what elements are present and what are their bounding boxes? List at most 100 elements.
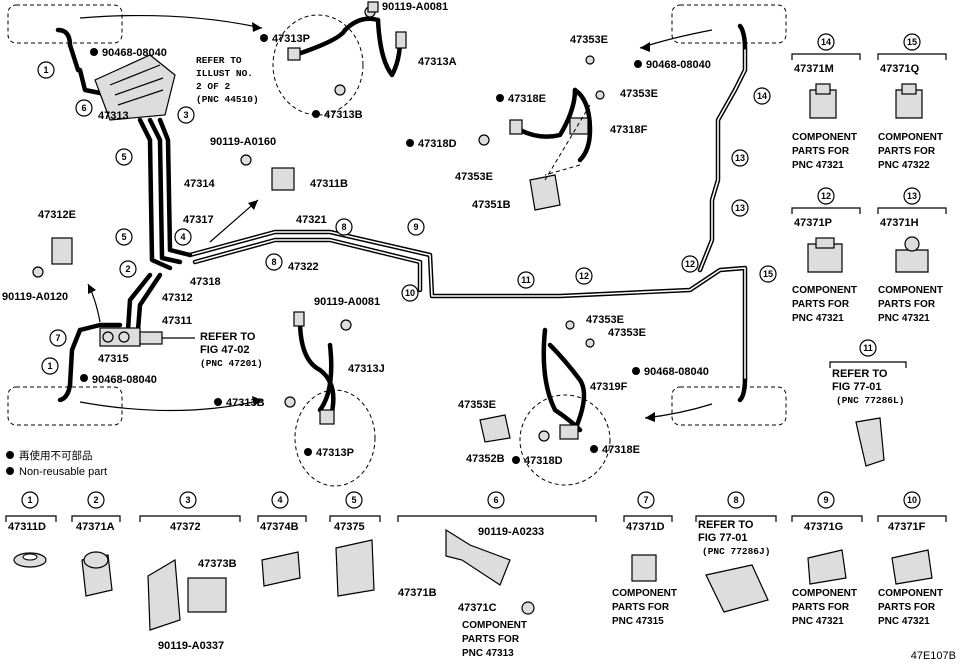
svg-text:47374B: 47374B (260, 521, 299, 533)
label-47311: 47311 (162, 315, 192, 327)
svg-text:13: 13 (735, 153, 745, 163)
label-47353E-6: 47353E (458, 399, 496, 411)
bubble-12-b: 12 (681, 255, 699, 273)
label-47318F: 47318F (610, 124, 648, 136)
bubble-12-a: 12 (575, 267, 593, 285)
note-refer-mid-1: REFER TO (200, 331, 256, 343)
svg-text:10: 10 (907, 495, 917, 505)
rear-hose-top (478, 55, 605, 211)
svg-text:PNC 47321: PNC 47321 (792, 160, 844, 171)
svg-text:4: 4 (180, 232, 185, 242)
svg-text:14: 14 (757, 91, 767, 101)
svg-text:47373B: 47373B (198, 558, 237, 570)
svg-text:47371Q: 47371Q (880, 63, 920, 75)
actuator-block (94, 54, 176, 121)
label-47318D-top: 47318D (418, 138, 457, 150)
svg-text:47371H: 47371H (880, 217, 919, 229)
svg-text:PNC 47321: PNC 47321 (792, 313, 844, 324)
rear-hose-bottom (479, 320, 611, 486)
label-90468-08040-a: 90468-08040 (102, 47, 167, 59)
bubble-9: 9 (407, 218, 425, 236)
label-47322: 47322 (288, 261, 319, 273)
note-refer-mid-3: (PNC 47201) (200, 358, 263, 369)
svg-text:6: 6 (493, 495, 498, 505)
svg-text:15: 15 (763, 269, 773, 279)
side-part-13: 13 47371H COMPONENT PARTS FOR PNC 47321 (877, 187, 947, 324)
note-refer-top-1: REFER TO (196, 55, 242, 66)
label-47313P-top: 47313P (272, 33, 310, 45)
svg-text:9: 9 (413, 222, 418, 232)
label-47311B: 47311B (310, 178, 348, 190)
bubble-7: 7 (49, 329, 67, 347)
svg-text:(PNC 77286J): (PNC 77286J) (702, 546, 770, 557)
svg-text:8: 8 (341, 222, 346, 232)
svg-text:90119-A0233: 90119-A0233 (478, 526, 544, 538)
svg-text:COMPONENT: COMPONENT (462, 620, 527, 631)
svg-text:3: 3 (183, 110, 188, 120)
svg-text:PNC 47322: PNC 47322 (878, 160, 930, 171)
svg-text:47371B: 47371B (398, 587, 437, 599)
bubble-14: 14 (753, 87, 771, 105)
svg-text:13: 13 (735, 203, 745, 213)
svg-text:1: 1 (27, 495, 32, 505)
bottom-part-7: 7 47371D COMPONENT PARTS FOR PNC 47315 (612, 491, 677, 627)
svg-text:47375: 47375 (334, 521, 365, 533)
svg-text:8: 8 (271, 257, 276, 267)
side-part-11: 11 REFER TO FIG 77-01 (PNC 77286L) (829, 339, 907, 467)
master-cylinder (99, 327, 195, 347)
label-47312: 47312 (162, 292, 193, 304)
label-47313A: 47313A (418, 56, 457, 68)
svg-text:COMPONENT: COMPONENT (792, 132, 857, 143)
side-part-15: 15 47371Q COMPONENT PARTS FOR PNC 47322 (877, 33, 947, 171)
corner-reference-boxes (7, 4, 787, 426)
legend-japanese: 再使用不可部品 (19, 449, 93, 462)
svg-text:COMPONENT: COMPONENT (612, 588, 677, 599)
pipe-bubbles: 1 6 3 5 4 2 5 7 1 8 8 9 10 11 12 12 13 1… (37, 61, 777, 375)
svg-text:(PNC 77286L): (PNC 77286L) (836, 395, 904, 406)
bottom-part-8: 8 REFER TO FIG 77-01 (PNC 77286J) (695, 491, 777, 613)
svg-text:PARTS FOR: PARTS FOR (612, 602, 670, 613)
bottom-part-3: 3 47372 47373B 90119-A0337 (139, 491, 241, 652)
svg-text:1: 1 (47, 361, 52, 371)
svg-text:2: 2 (125, 264, 130, 274)
svg-text:PNC 47321: PNC 47321 (878, 313, 930, 324)
label-47313: 47313 (98, 110, 129, 122)
svg-text:REFER TO: REFER TO (832, 368, 888, 380)
svg-text:FIG 77-01: FIG 77-01 (698, 532, 748, 544)
svg-text:FIG 77-01: FIG 77-01 (832, 381, 882, 393)
label-47353E-1: 47353E (570, 34, 608, 46)
svg-text:4: 4 (277, 495, 282, 505)
side-part-14: 14 47371M COMPONENT PARTS FOR PNC 47321 (791, 33, 861, 171)
bubble-8-a: 8 (265, 253, 283, 271)
label-47321: 47321 (296, 214, 327, 226)
svg-text:3: 3 (185, 495, 190, 505)
bottom-part-9: 9 47371G COMPONENT PARTS FOR PNC 47321 (791, 491, 863, 627)
svg-text:PARTS FOR: PARTS FOR (462, 634, 520, 645)
svg-text:1: 1 (43, 65, 48, 75)
side-part-12: 12 47371P COMPONENT PARTS FOR PNC 47321 (791, 187, 861, 324)
label-90119-A0081-top: 90119-A0081 (382, 1, 448, 13)
label-90468-08040-b: 90468-08040 (92, 374, 157, 386)
bottom-part-5: 5 47375 (329, 491, 381, 597)
svg-text:2: 2 (93, 495, 98, 505)
bubble-6: 6 (75, 99, 93, 117)
bubble-1-top: 1 (37, 61, 55, 79)
label-90468-08040-d: 90468-08040 (644, 366, 709, 378)
bubble-1-bottom: 1 (41, 357, 59, 375)
front-hose-bottom (284, 311, 376, 487)
svg-text:PARTS FOR: PARTS FOR (792, 299, 850, 310)
svg-text:REFER TO: REFER TO (698, 519, 754, 531)
label-47319F: 47319F (590, 381, 628, 393)
figure-id: 47E107B (911, 650, 956, 662)
label-47318E-bottom: 47318E (602, 444, 640, 456)
label-90119-A0120: 90119-A0120 (2, 291, 68, 303)
svg-text:8: 8 (733, 495, 738, 505)
label-47313B-bottom: 47313B (226, 397, 265, 409)
svg-text:PARTS FOR: PARTS FOR (792, 146, 850, 157)
label-47353E-5: 47353E (608, 327, 646, 339)
svg-text:7: 7 (643, 495, 648, 505)
label-47312E: 47312E (38, 209, 76, 221)
note-refer-top-4: (PNC 44510) (196, 94, 259, 105)
bubble-13-b: 13 (731, 199, 749, 217)
